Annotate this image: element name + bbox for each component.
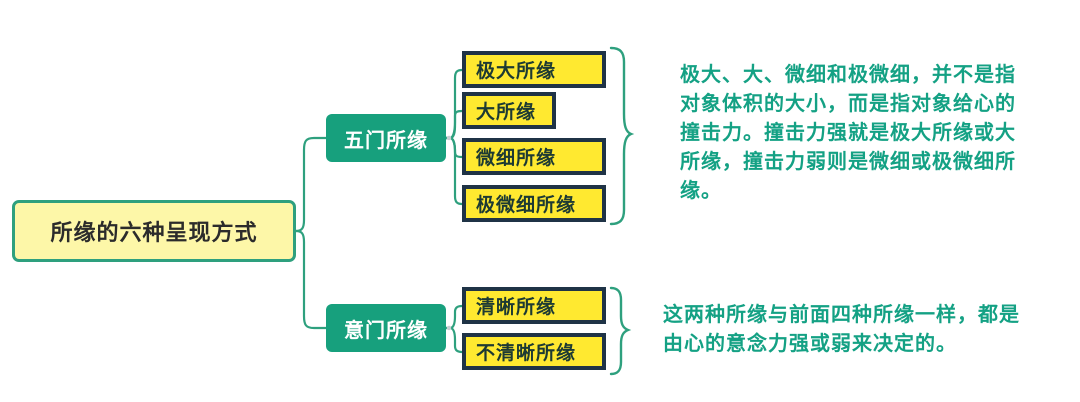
leaf-node-da: 大所缘 (462, 92, 556, 129)
branch-node-yimen: 意门所缘 (326, 304, 446, 352)
connector-yimen-to-leaf-2 (444, 326, 464, 354)
note-yimen: 这两种所缘与前面四种所缘一样，都是由心的意念力强或弱来决定的。 (663, 302, 1020, 355)
brace-wumen (609, 46, 635, 226)
note-wumen: 极大、大、微细和极微细，并不是指对象体积的大小，而是指对象给心的撞击力。撞击力强… (680, 62, 1016, 202)
leaf-node-jiweixi: 极微细所缘 (462, 185, 606, 222)
branch-node-wumen: 五门所缘 (326, 114, 446, 162)
connector-root-to-yimen (294, 229, 328, 330)
leaf-node-buqingxi: 不清晰所缘 (462, 333, 606, 370)
connector-root-to-wumen (294, 136, 328, 233)
connector-yimen-to-leaf-1 (444, 304, 464, 330)
connector-wumen-to-leaf-1 (444, 68, 464, 140)
connector-wumen-to-leaf-3 (444, 136, 464, 159)
junction-dot-yimen (446, 325, 452, 331)
brace-yimen (609, 286, 632, 376)
root-node: 所缘的六种呈现方式 (12, 200, 296, 262)
leaf-node-jida: 极大所缘 (462, 51, 606, 88)
junction-dot-wumen (446, 135, 452, 141)
leaf-node-weixi: 微细所缘 (462, 138, 606, 175)
leaf-node-qingxi: 清晰所缘 (462, 287, 606, 324)
connector-wumen-to-leaf-4 (444, 136, 464, 206)
connector-wumen-to-leaf-2 (444, 109, 464, 140)
